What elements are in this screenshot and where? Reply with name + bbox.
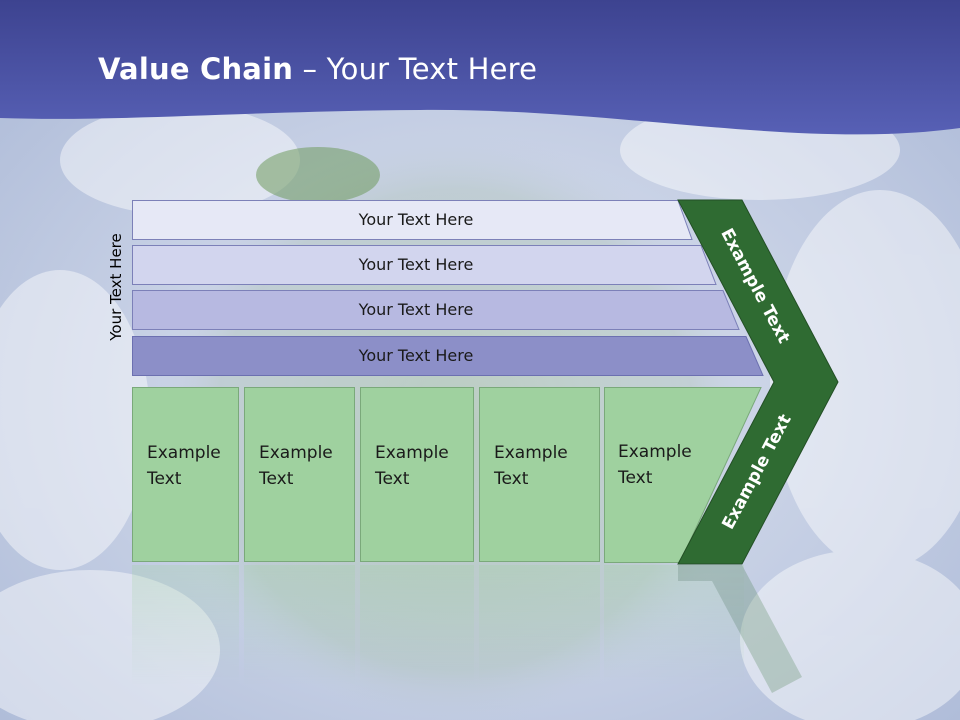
reflection-box-4 bbox=[479, 565, 600, 685]
box-2-line1: Example bbox=[259, 443, 333, 463]
box-5-line2: Text bbox=[618, 468, 653, 488]
reflection-chevron bbox=[678, 565, 802, 693]
reflection-box-3 bbox=[360, 565, 474, 685]
row-4-text: Your Text Here bbox=[358, 346, 474, 365]
title-bold: Value Chain bbox=[98, 52, 294, 86]
row-3-shape bbox=[132, 290, 740, 330]
row-3-text: Your Text Here bbox=[358, 300, 474, 319]
row-2-text: Your Text Here bbox=[358, 255, 474, 274]
box-1-line1: Example bbox=[147, 443, 221, 463]
row-4-shape bbox=[132, 336, 764, 376]
box-1-line2: Text bbox=[147, 469, 182, 489]
box-3-line1: Example bbox=[375, 443, 449, 463]
reflection-box-2 bbox=[244, 565, 355, 685]
vertical-side-label: Your Text Here bbox=[107, 233, 125, 341]
chevron-arrow bbox=[677, 199, 839, 565]
row-2-shape bbox=[132, 245, 717, 285]
reflection bbox=[0, 565, 960, 720]
reflection-box-5 bbox=[604, 565, 744, 685]
box-4-line2: Text bbox=[494, 469, 529, 489]
box-5-line1: Example bbox=[618, 442, 692, 462]
title-rest: – Your Text Here bbox=[293, 52, 538, 86]
box-2-line2: Text bbox=[259, 469, 294, 489]
page-title: Value Chain – Your Text Here bbox=[98, 52, 537, 86]
row-1-shape bbox=[132, 200, 693, 240]
row-1-text: Your Text Here bbox=[358, 210, 474, 229]
reflection-box-1 bbox=[132, 565, 239, 685]
box-3-line2: Text bbox=[375, 469, 410, 489]
box-4-line1: Example bbox=[494, 443, 568, 463]
